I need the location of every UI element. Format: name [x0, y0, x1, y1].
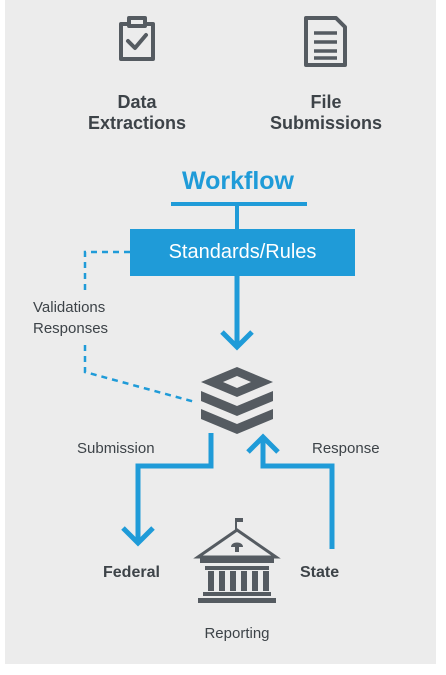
clipboard-check-icon	[119, 16, 155, 61]
response-arrow	[246, 433, 335, 549]
data-extractions-line2: Extractions	[87, 113, 187, 133]
diagram-canvas: Data Extractions File Submissions Workfl…	[5, 0, 436, 664]
validations-dashed-line-lower	[83, 345, 196, 404]
layers-stack-icon	[201, 367, 273, 434]
response-label: Response	[312, 440, 380, 457]
file-submissions-line1: File	[310, 92, 342, 112]
validations-line2: Responses	[33, 320, 109, 337]
government-building-icon	[193, 518, 281, 603]
file-submissions-label: File Submissions	[268, 92, 384, 134]
federal-label: Federal	[103, 564, 160, 581]
validations-line1: Validations	[33, 299, 106, 316]
submission-arrow	[121, 433, 214, 547]
rules-to-database-arrow	[220, 276, 254, 351]
reporting-label: Reporting	[204, 625, 270, 642]
workflow-title: Workflow	[181, 167, 295, 195]
data-extractions-line1: Data	[117, 92, 157, 112]
standards-box	[130, 229, 355, 276]
diagram-graphics	[83, 16, 355, 603]
file-submissions-line2: Submissions	[269, 113, 383, 133]
document-lines-icon	[304, 16, 347, 67]
submission-label: Submission	[77, 440, 155, 457]
validations-dashed-line	[83, 250, 130, 290]
data-extractions-label: Data Extractions	[85, 92, 189, 134]
standards-rules-label: Standards/Rules	[168, 241, 317, 263]
state-label: State	[300, 564, 340, 581]
validations-responses-label: Validations Responses	[33, 297, 108, 339]
